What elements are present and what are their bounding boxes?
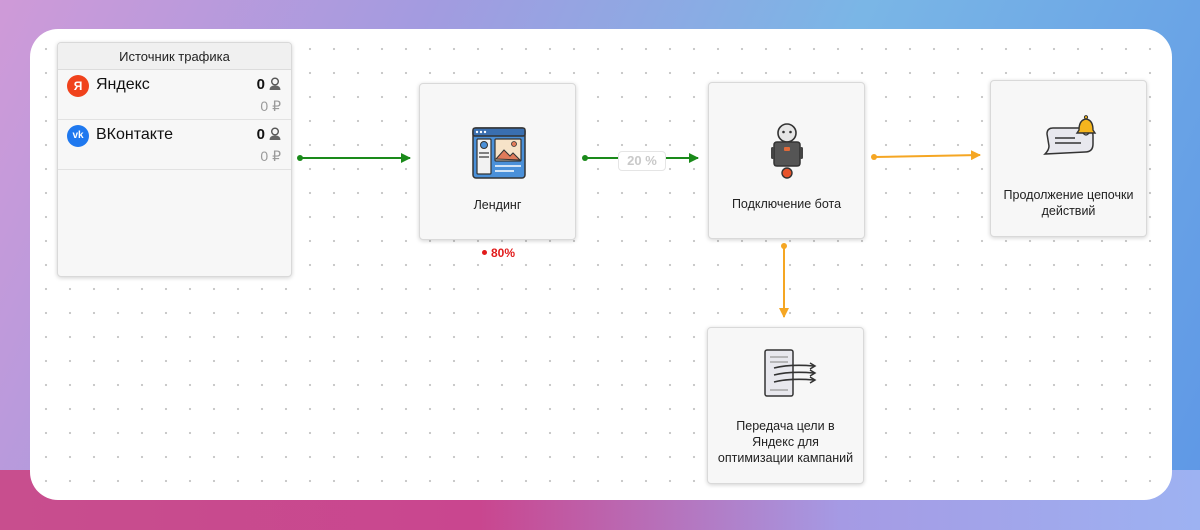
source-money: 0 ₽ <box>260 148 281 164</box>
notification-bell-icon <box>1043 115 1097 155</box>
landing-node[interactable]: Лендинг <box>419 83 576 240</box>
source-row-yandex[interactable]: Я Яндекс 0 0 ₽ <box>58 70 291 120</box>
user-icon <box>269 77 281 90</box>
continue-chain-node[interactable]: Продолжение цепочки действий <box>990 80 1147 237</box>
vk-logo-icon: vk <box>67 125 89 147</box>
arrow-source-to-landing[interactable] <box>297 153 411 163</box>
conversion-value: 80% <box>491 246 516 260</box>
bot-label: Подключение бота <box>731 197 842 211</box>
continue-chain-label: Продолжение цепочки действий <box>1003 188 1134 218</box>
arrow-bot-to-continue[interactable] <box>871 150 981 161</box>
source-count: 0 <box>256 76 265 93</box>
goal-transfer-node[interactable]: Передача цели в Яндекс для оптимизации к… <box>707 327 864 484</box>
conversion-dot-icon <box>482 250 487 256</box>
source-count: 0 <box>256 126 265 143</box>
landing-page-icon <box>472 127 526 179</box>
source-money: 0 ₽ <box>260 98 281 114</box>
robot-icon <box>771 123 803 179</box>
arrow-bot-to-goal[interactable] <box>779 243 789 318</box>
bot-node[interactable]: Подключение бота <box>708 82 865 239</box>
landing-label: Лендинг <box>473 198 522 212</box>
yandex-logo-icon: Я <box>67 75 89 97</box>
document-transfer-icon <box>764 349 817 397</box>
traffic-source-node[interactable]: Источник трафика Я Яндекс 0 0 ₽ vk ВКонт… <box>57 42 292 277</box>
landing-conversion-badge: 80% <box>482 246 515 260</box>
user-icon <box>269 127 281 140</box>
source-title: Источник трафика <box>58 43 291 70</box>
source-name: ВКонтакте <box>96 126 173 143</box>
flow-canvas[interactable]: Источник трафика Я Яндекс 0 0 ₽ vk ВКонт… <box>30 29 1172 500</box>
goal-transfer-label: Передача цели в Яндекс для оптимизации к… <box>717 419 854 465</box>
source-name: Яндекс <box>96 76 150 93</box>
source-row-vkontakte[interactable]: vk ВКонтакте 0 0 ₽ <box>58 120 291 170</box>
connector-percent-badge[interactable]: 20 % <box>618 151 666 171</box>
